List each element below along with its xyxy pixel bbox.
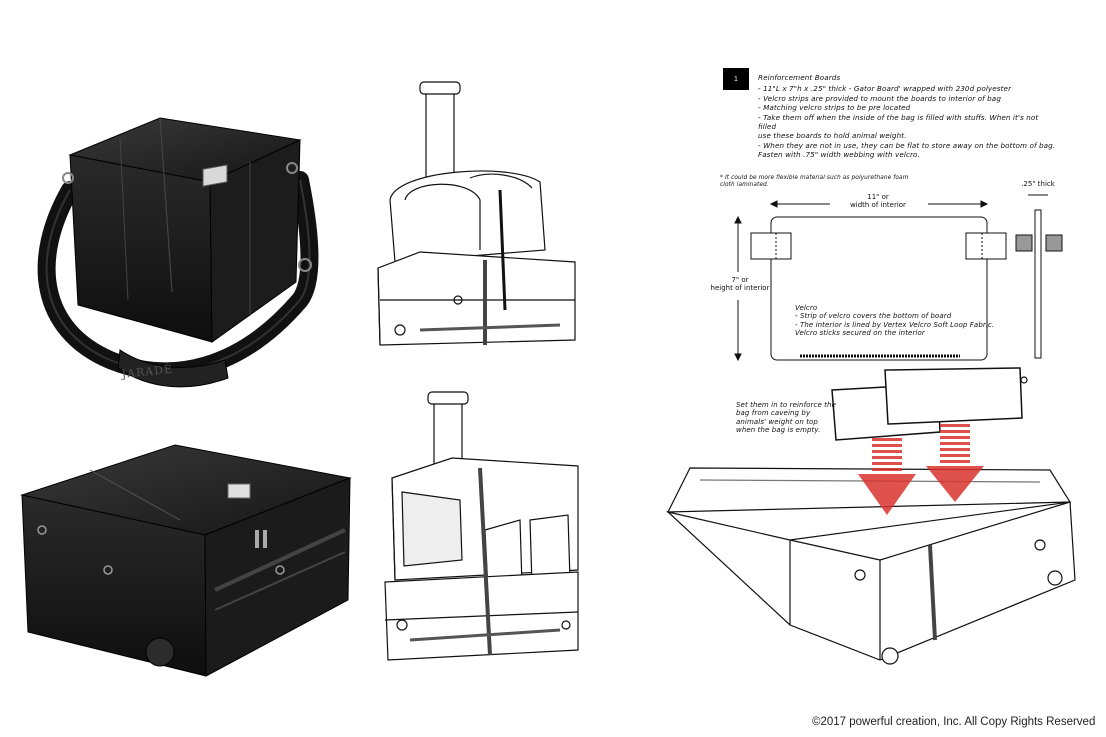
notes-line: use these boards to hold animal weight. [758,131,907,141]
notes-line: Fasten with .75" width webbing with velc… [758,150,920,160]
open-case-with-boards-illustration [665,367,1076,665]
width-dimension-value: 11" or [867,193,889,201]
velcro-note: Velcro - Strip of velcro covers the bott… [795,304,995,338]
notes-line: - 11"L x 7"h x .25" thick - Gator Board'… [758,84,1012,94]
black-carrier-bag-illustration [20,444,352,677]
thickness-dimension-label: .25" thick [1021,180,1055,188]
brand-logo-text: JARADÉ [120,362,174,381]
notes-line: - When they are not in use, they can be … [758,140,1056,150]
reinforcement-notes: Reinforcement Boards - 11"L x 7"h x .25"… [758,73,1058,160]
width-dimension-label: 11" or width of interior [826,193,930,209]
notes-title: Reinforcement Boards [758,73,841,82]
height-dimension-value: 7" or [731,276,749,284]
notes-line: - Take them off when the inside of the b… [758,112,1039,132]
trolley-carrier-sketch-bottom [384,391,579,661]
insert-instruction-note: Set them in to reinforce the bag from ca… [736,401,836,435]
red-arrow-left [858,438,916,515]
velcro-note-line: - The interior is lined by Vertex Velcro… [795,320,995,338]
trolley-carrier-sketch-top [377,81,576,346]
reinforcement-board-diagram [734,194,1063,362]
notes-line: - Velcro strips are provided to mount th… [758,93,1001,103]
velcro-note-line: - Strip of velcro covers the bottom of b… [795,312,952,321]
notes-line: - Matching velcro strips to be pre locat… [758,103,911,113]
velcro-note-title: Velcro [795,304,818,312]
notes-footnote: * It could be more flexible material suc… [720,175,909,188]
insert-direction-arrows [858,424,984,515]
copyright-notice: ©2017 powerful creation, Inc. All Copy R… [812,716,1096,728]
height-dimension-label: 7" or height of interior [700,276,780,292]
red-arrow-right [926,424,984,502]
step-number-badge: 1 [723,68,749,90]
width-dimension-caption: width of interior [850,201,906,209]
height-dimension-caption: height of interior [710,284,770,292]
black-shoulder-bag-illustration [37,117,319,388]
